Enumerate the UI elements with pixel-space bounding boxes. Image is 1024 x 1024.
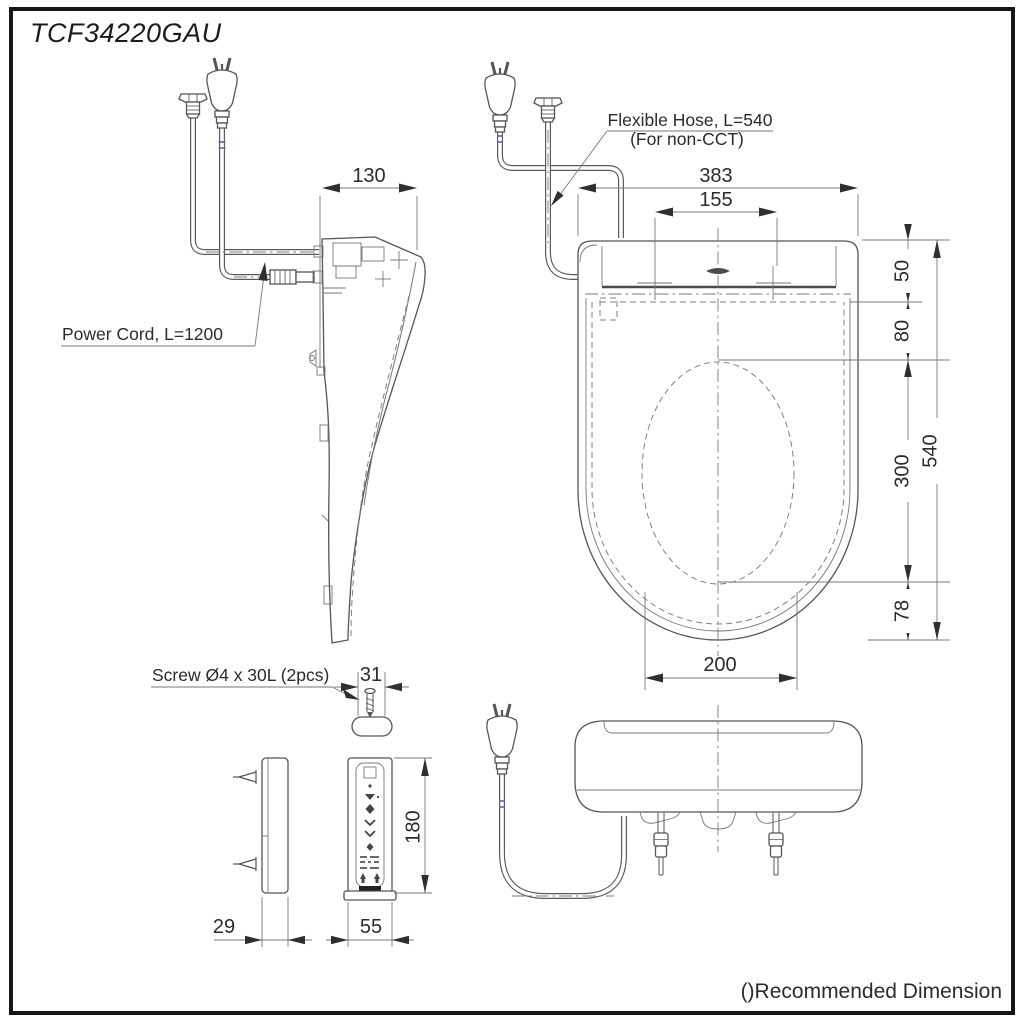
sheet-border [9, 7, 1015, 1015]
front-view [485, 702, 863, 899]
remote-holder-top-view [351, 716, 393, 737]
top-view-body [577, 228, 859, 656]
dim-holder-width: 31 [360, 664, 382, 686]
brand-logo-mark [706, 268, 730, 274]
dimension-155: 155 [654, 189, 778, 266]
front-view-body [574, 705, 863, 852]
dim-overall-length: 540 [919, 434, 941, 467]
power-cord-label: Power Cord, L=1200 [62, 324, 223, 344]
dim-hinge-to-opening: 80 [891, 320, 913, 342]
dim-top-to-hinge: 50 [891, 260, 913, 282]
remote-front-view: 180 55 [326, 757, 432, 947]
dim-opening-length: 300 [891, 454, 913, 487]
flexible-hose-label-line1: Flexible Hose, L=540 [608, 110, 773, 130]
wall-screw-bottom [233, 857, 257, 871]
seat-opening-dashed [641, 361, 795, 585]
dim-front-overhang: 78 [891, 600, 913, 622]
screw-glyph [364, 687, 376, 718]
remote-side-view: 29 [213, 757, 312, 947]
remote-buttons [359, 766, 381, 891]
dim-remote-width: 55 [360, 916, 382, 938]
dimension-31: 31 [334, 664, 409, 716]
dim-overall-width: 383 [699, 165, 732, 187]
dimension-383: 383 [577, 165, 859, 236]
top-view: 383 155 [483, 60, 950, 690]
screw-label: Screw Ø4 x 30L (2pcs) [152, 665, 329, 685]
dimension-200: 200 [644, 592, 798, 690]
dim-side-depth: 130 [352, 165, 385, 187]
power-cord-callout: Power Cord, L=1200 [61, 262, 268, 347]
dim-opening-width: 200 [703, 654, 736, 676]
dimension-chain-right: 50 80 300 78 540 [718, 224, 950, 641]
dimension-29: 29 [213, 897, 312, 947]
screw-detail: Screw Ø4 x 30L (2pcs) 31 [151, 664, 409, 737]
model-number-title: TCF34220GAU [30, 18, 222, 48]
flexible-hose-callout: Flexible Hose, L=540 (For non-CCT) [551, 110, 773, 206]
dimension-130: 130 [322, 165, 418, 250]
side-profile-unit [309, 196, 426, 644]
side-view: 130 Power Cord, L=1200 [61, 56, 426, 644]
wall-screw-top [233, 770, 257, 784]
flexible-hose-label-line2: (For non-CCT) [630, 129, 744, 149]
cord-coupler [269, 269, 315, 285]
footnote-recommended-dimension: ()Recommended Dimension [741, 980, 1002, 1003]
dim-hinge-spacing: 155 [699, 189, 732, 211]
dim-remote-depth: 29 [213, 916, 235, 938]
dimension-55: 55 [326, 902, 414, 947]
dimension-180: 180 [394, 757, 432, 894]
dim-remote-height: 180 [402, 810, 424, 843]
